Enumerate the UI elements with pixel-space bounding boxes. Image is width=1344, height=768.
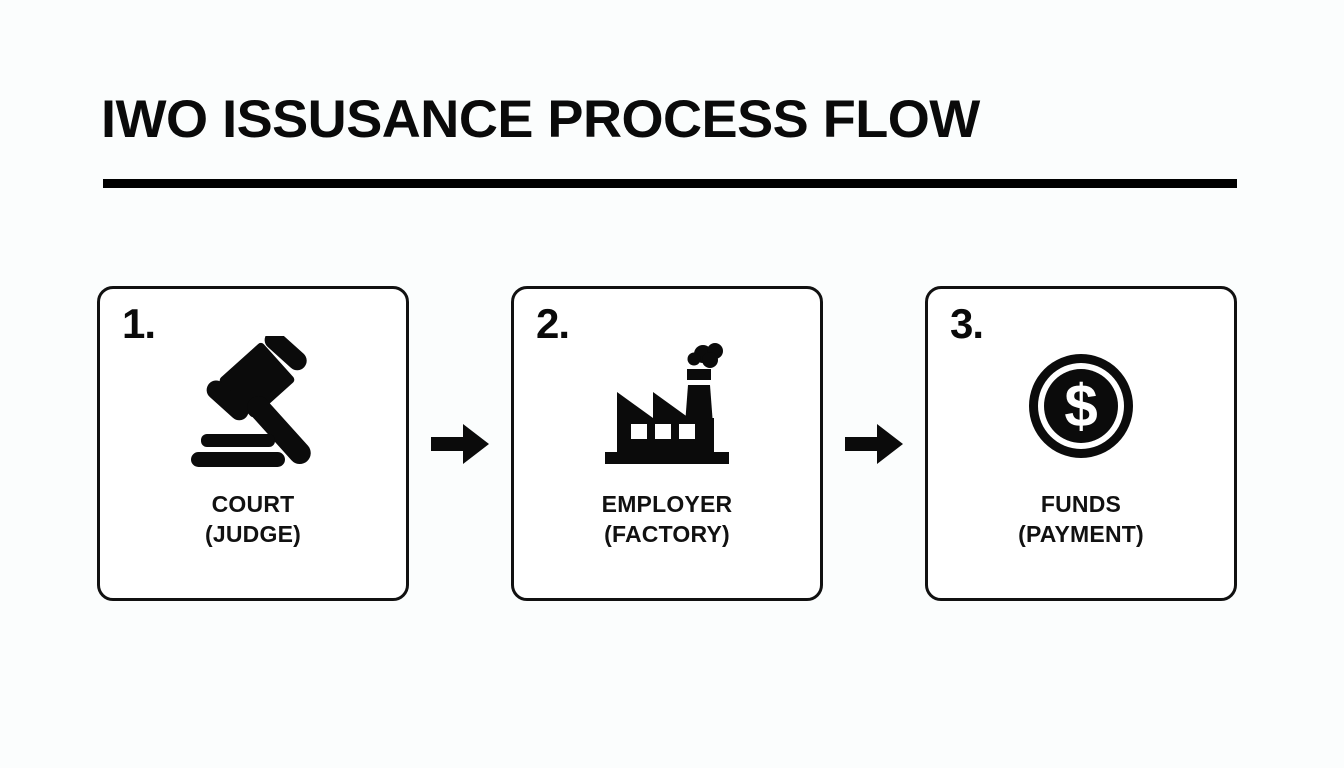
step-card-funds[interactable]: 3. $ FUNDS (PAYMENT) — [925, 286, 1237, 601]
step-number-badge: 2. — [536, 300, 570, 347]
step-label-court: COURT (JUDGE) — [100, 489, 406, 550]
svg-text:$: $ — [1064, 373, 1097, 440]
page-title: IWO ISSUSANCE PROCESS FLOW — [101, 90, 980, 149]
step-card-court[interactable]: 1. COURT — [97, 286, 409, 601]
factory-icon — [514, 331, 820, 481]
gavel-icon — [100, 331, 406, 481]
step-number-badge: 3. — [950, 300, 984, 347]
step-label-line-1: EMPLOYER — [601, 491, 733, 517]
step-label-employer: EMPLOYER (FACTORY) — [514, 489, 820, 550]
step-label-line-1: COURT — [211, 491, 295, 517]
step-label-line-1: FUNDS — [1040, 491, 1122, 517]
step-label-line-2: (PAYMENT) — [1018, 521, 1144, 548]
header: IWO ISSUSANCE PROCESS FLOW — [101, 92, 1241, 188]
dollar-coin-icon: $ — [928, 331, 1234, 481]
step-number-badge: 1. — [122, 300, 156, 347]
process-flow-row: 1. COURT — [97, 286, 1237, 601]
title-underline-rule — [103, 179, 1237, 188]
step-label-line-2: (JUDGE) — [205, 521, 301, 548]
arrow-right-icon — [409, 422, 511, 466]
arrow-right-icon — [823, 422, 925, 466]
step-label-line-2: (FACTORY) — [604, 521, 730, 548]
step-card-employer[interactable]: 2. — [511, 286, 823, 601]
step-label-funds: FUNDS (PAYMENT) — [928, 489, 1234, 550]
